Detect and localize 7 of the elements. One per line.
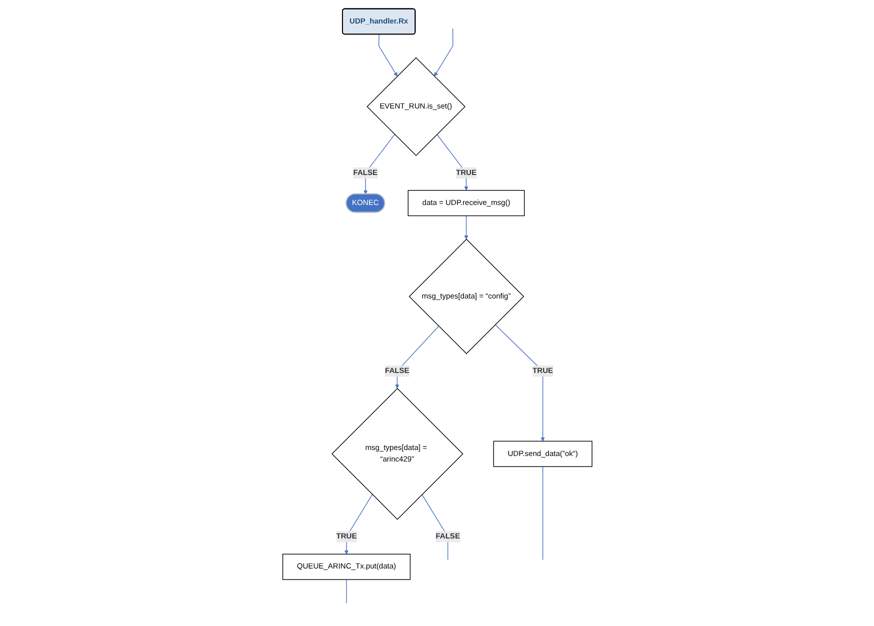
arrow (434, 28, 453, 76)
arrow (378, 34, 398, 76)
arrow (494, 324, 544, 442)
connector (542, 466, 543, 560)
arrow (464, 215, 468, 240)
arrow (436, 134, 468, 191)
arrow (344, 494, 372, 554)
